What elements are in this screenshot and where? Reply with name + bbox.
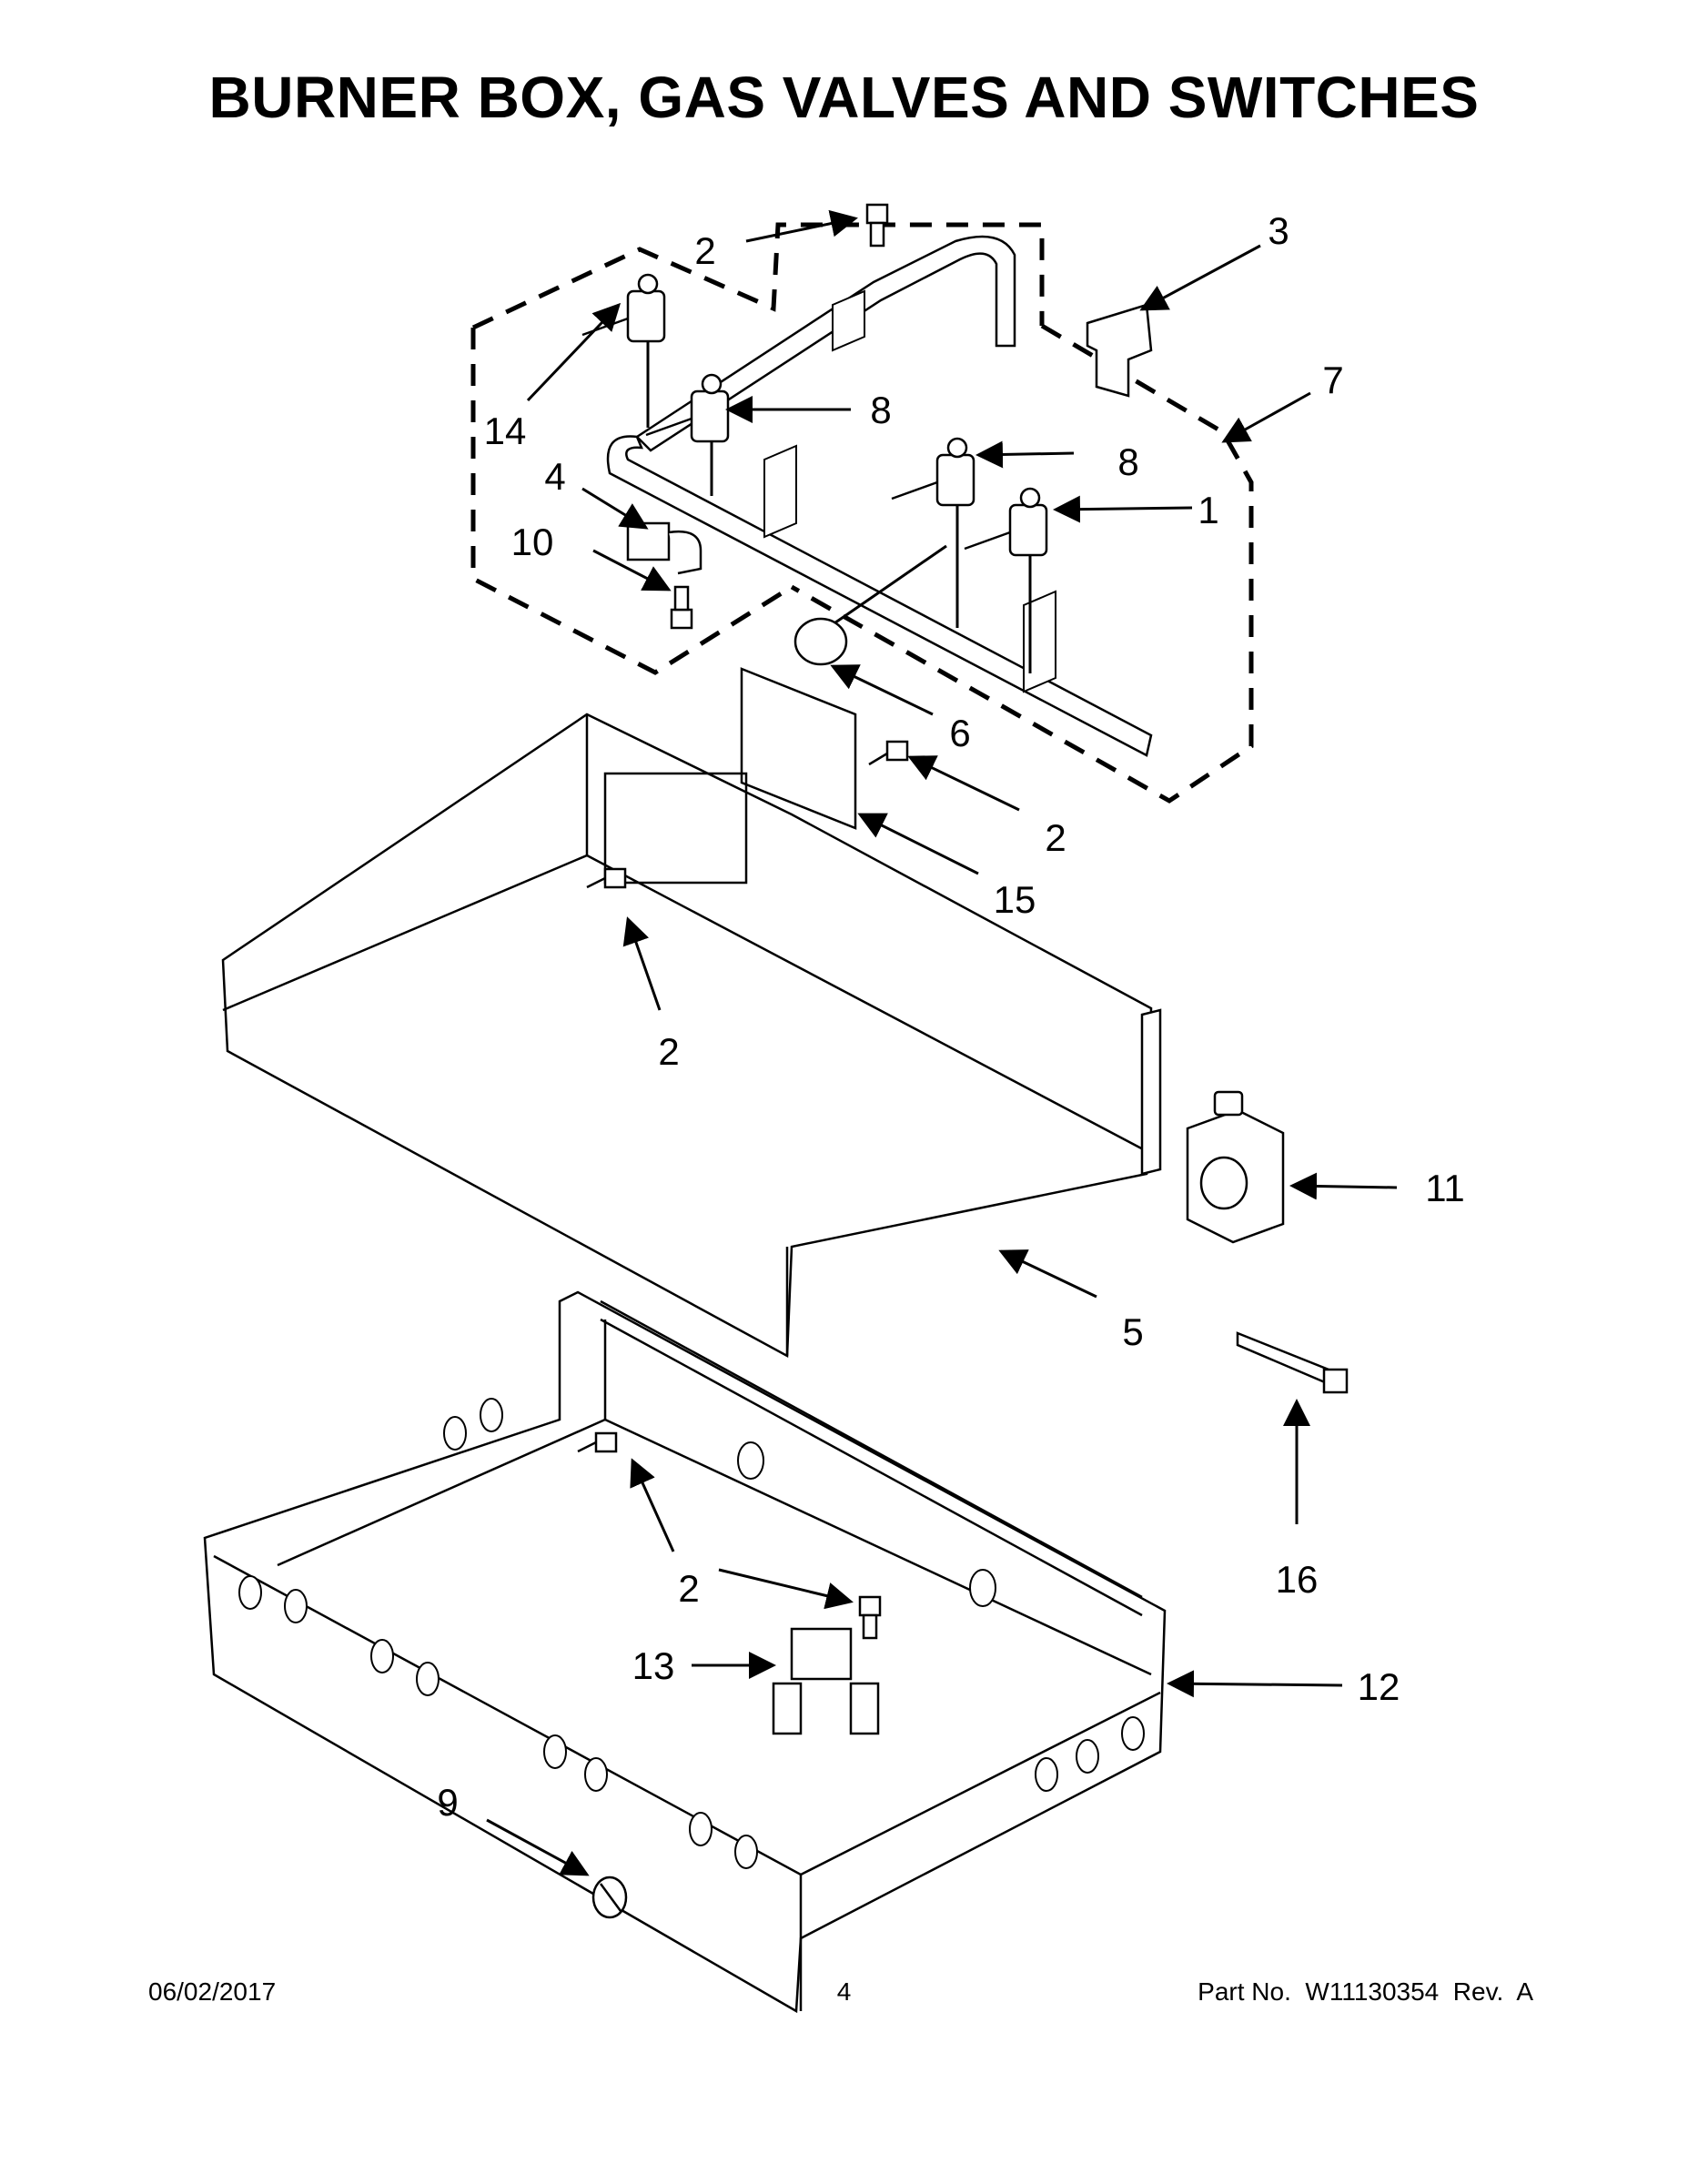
callout-label: 11 <box>1425 1167 1465 1209</box>
callout-label: 16 <box>1276 1558 1319 1601</box>
page-title: BURNER BOX, GAS VALVES AND SWITCHES <box>208 65 1480 130</box>
callout-label: 14 <box>484 410 527 452</box>
screw-icon <box>586 867 627 889</box>
valve-stem-lines <box>646 341 1032 673</box>
callout-label: 3 <box>1268 209 1289 252</box>
callout-label: 2 <box>658 1030 679 1073</box>
callout-label: 7 <box>1322 359 1343 401</box>
footer-part-number: Part No. W11130354 Rev. A <box>1198 1977 1533 2006</box>
chassis-holes <box>238 1398 1145 1869</box>
callout-label: 10 <box>511 521 554 563</box>
screw-icon <box>670 585 693 630</box>
gas-valve-icon <box>891 437 975 507</box>
screw-icon <box>858 1595 882 1640</box>
burner-box-part-5 <box>221 713 1162 1359</box>
leader-arrows <box>486 209 1398 1876</box>
callout-label: 6 <box>949 712 970 754</box>
valve-brackets <box>763 289 1056 693</box>
screw-icon <box>865 203 889 248</box>
callout-label: 8 <box>1117 440 1138 483</box>
callout-label: 15 <box>994 878 1036 921</box>
gas-valve-icon <box>964 487 1048 557</box>
cable-tie-part-16-icon <box>1236 1331 1349 1394</box>
callout-label: 13 <box>632 1644 675 1687</box>
plate-part-15-icon <box>740 667 857 830</box>
screw-icon <box>868 740 909 766</box>
callout-label: 1 <box>1198 489 1218 531</box>
footer-date: 06/02/2017 <box>148 1977 277 2006</box>
callout-labels: 2 3 7 14 8 8 1 4 10 6 2 15 2 11 5 16 2 2… <box>437 209 1464 1824</box>
gas-manifold-pipe <box>606 235 1153 757</box>
screw-icon <box>577 1431 618 1453</box>
callout-label: 4 <box>544 455 565 498</box>
callout-label: 12 <box>1358 1665 1400 1708</box>
disc-part-6-icon <box>793 617 848 666</box>
gas-valve-icon <box>581 273 666 343</box>
callout-label: 9 <box>437 1781 458 1824</box>
bracket-part-3-icon <box>1086 303 1153 398</box>
bracket-part-13-icon <box>772 1627 880 1735</box>
callout-label: 8 <box>870 389 891 431</box>
valve-assembly-group <box>470 222 1254 804</box>
callout-label: 2 <box>1045 816 1066 859</box>
grommet-part-9-icon <box>591 1876 628 1919</box>
callout-label: 5 <box>1122 1310 1143 1353</box>
callout-label: 2 <box>694 229 715 272</box>
pressure-regulator-part-11-icon <box>1186 1090 1285 1244</box>
clip-part-4-icon <box>626 521 702 575</box>
footer-page-number: 4 <box>836 1977 852 2006</box>
chassis-part-12 <box>203 1290 1167 2014</box>
callout-label: 2 <box>678 1567 699 1610</box>
